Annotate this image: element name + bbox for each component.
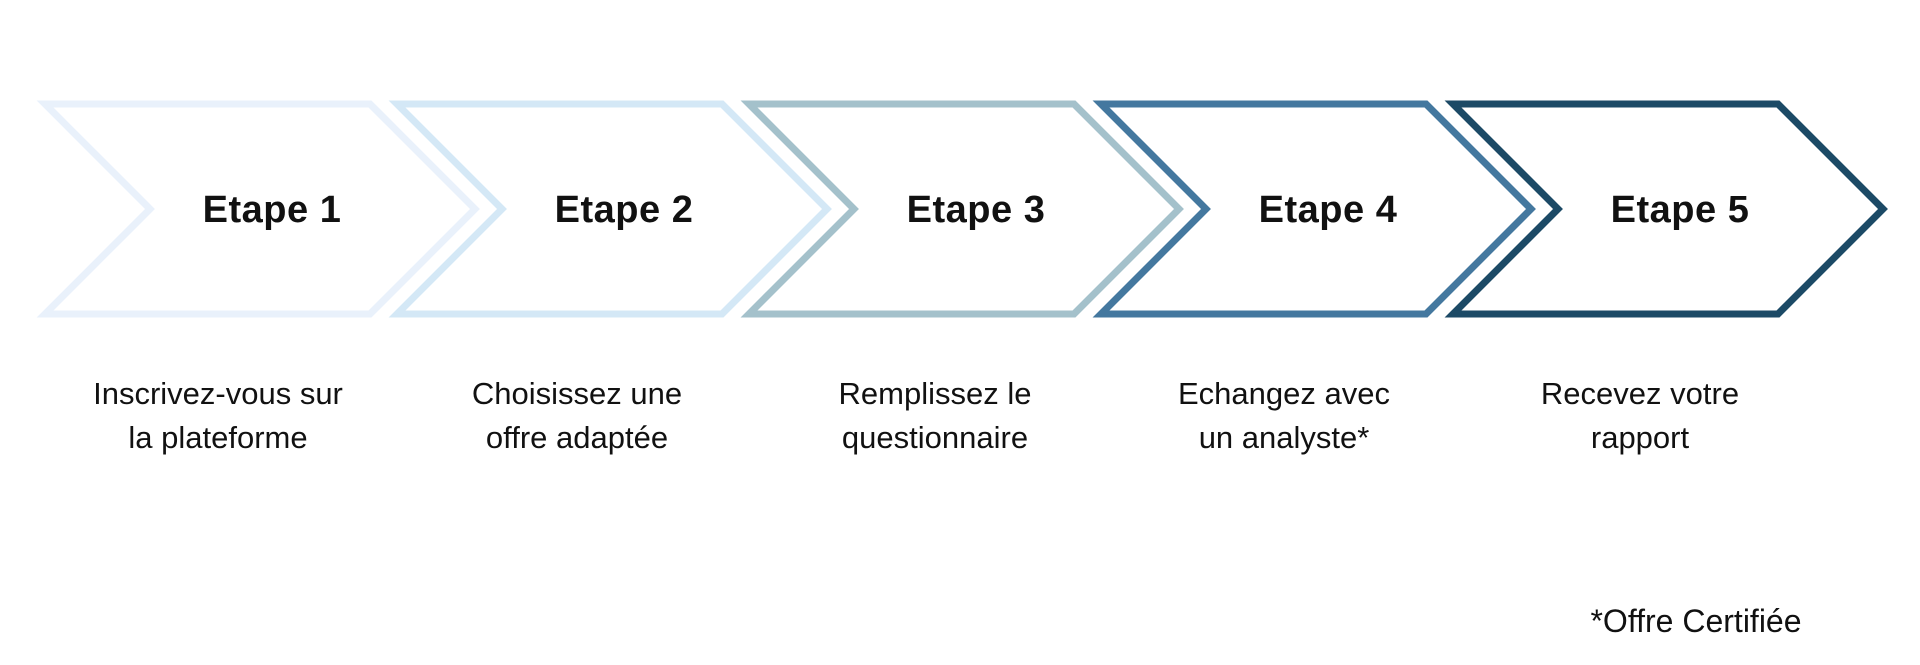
step-description-3: Remplissez le questionnaire: [759, 372, 1111, 460]
step-description-1: Inscrivez-vous sur la plateforme: [42, 372, 394, 460]
step-description-4-line-1: Echangez avec: [1178, 376, 1390, 411]
step-description-4: Echangez avec un analyste*: [1108, 372, 1460, 460]
chevron-step-1: [36, 100, 480, 318]
step-description-3-line-2: questionnaire: [841, 420, 1029, 455]
step-description-3-line-1: Remplissez le: [838, 376, 1032, 411]
step-label-4: Etape 4: [1258, 189, 1398, 231]
chevron-step-3: [740, 100, 1184, 318]
step-description-2: Choisissez une offre adaptée: [401, 372, 753, 460]
step-label-5: Etape 5: [1610, 189, 1750, 231]
step-description-1-line-1: Inscrivez-vous sur: [93, 376, 343, 411]
step-label-3: Etape 3: [906, 189, 1046, 231]
step-label-2: Etape 2: [554, 189, 694, 231]
step-description-5: Recevez votre rapport: [1464, 372, 1816, 460]
step-description-2-line-2: offre adaptée: [485, 420, 669, 455]
step-description-2-line-1: Choisissez une: [471, 376, 683, 411]
chevron-step-4: [1092, 100, 1536, 318]
chevron-step-5: [1444, 100, 1888, 318]
footnote: *Offre Certifiée: [1590, 603, 1802, 639]
step-label-1: Etape 1: [202, 189, 342, 231]
chevron-step-2: [388, 100, 832, 318]
step-description-5-line-2: rapport: [1590, 420, 1690, 455]
step-description-5-line-1: Recevez votre: [1540, 376, 1740, 411]
step-description-4-line-2: un analyste*: [1198, 420, 1370, 455]
step-description-1-line-2: la plateforme: [128, 420, 308, 455]
